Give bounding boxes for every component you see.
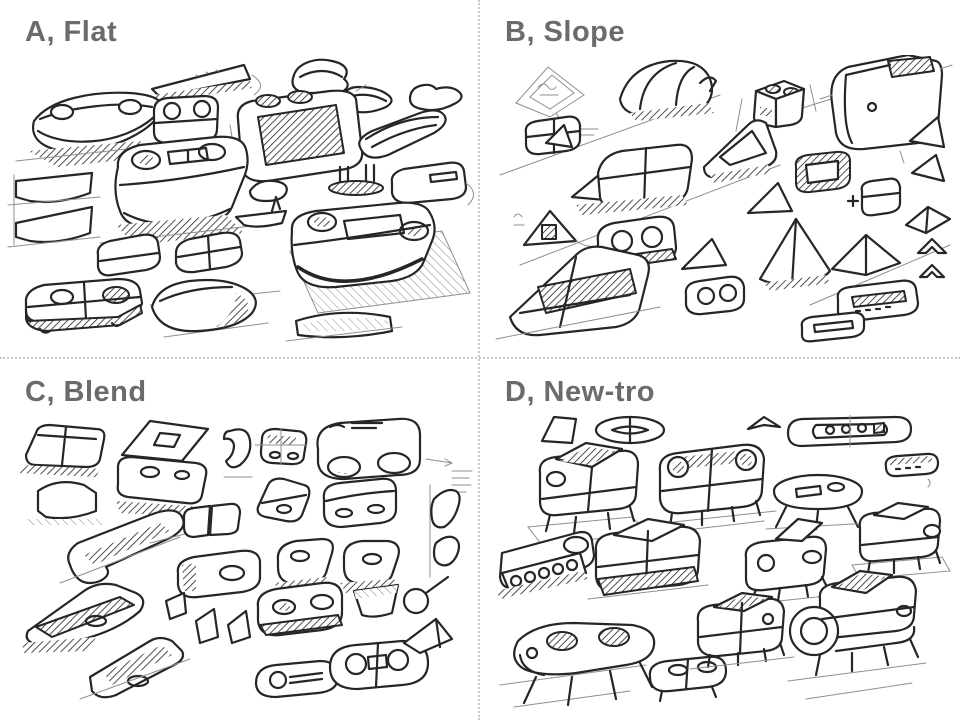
- sketch-twin-panel: [182, 502, 242, 539]
- sketch-armchair-left: [527, 441, 650, 546]
- sketch-ottoman-capsule: [648, 655, 728, 703]
- sketch-trapezoid-outline: [540, 415, 578, 445]
- sketch-monolith-wedge: [819, 55, 953, 164]
- sketch-prism: [904, 205, 952, 235]
- panel-newtro: D, New-tro: [480, 360, 960, 720]
- sketch-blend-hero-device: [316, 417, 473, 493]
- construction-lines: [499, 64, 951, 306]
- vertical-dotted-divider: [478, 0, 480, 720]
- sketch-hero-flat-device: [99, 135, 261, 245]
- sketch-armchair-right: [851, 501, 951, 580]
- sketch-big-tent: [758, 217, 832, 291]
- sketch-open-tray-box: [229, 84, 367, 186]
- sketch-capsule-small: [254, 659, 340, 699]
- sketch-open-lid-box: [116, 419, 210, 517]
- sketch-blob-chair-left: [274, 537, 334, 593]
- sketch-slab-opening: [176, 549, 262, 599]
- sketch-angular-pad: [174, 231, 244, 274]
- flat-sketch-collage: [7, 58, 474, 342]
- sketch-small-blob: [248, 179, 288, 203]
- panel-blend: C, Blend: [0, 360, 480, 720]
- sketch-slot-box: [836, 279, 920, 323]
- sketch-arch-tent: [618, 59, 718, 121]
- sketch-flat-scale-bottom: [24, 277, 144, 334]
- sketch-sofa-center: [587, 517, 709, 600]
- slope-sketch-collage: [495, 55, 953, 343]
- sketch-small-wedge: [680, 237, 728, 271]
- sketch-loveseat: [689, 591, 795, 670]
- sketch-boat-profile: [234, 195, 288, 228]
- sketch-hook-blob: [222, 428, 253, 478]
- sketch-large-slope-band: [495, 245, 661, 340]
- sketch-console-board-left: [496, 530, 596, 599]
- sketch-saddle-cap: [291, 58, 349, 95]
- sketch-pill-console-top: [786, 415, 913, 448]
- panel-newtro-label: D, New-tro: [505, 376, 655, 408]
- sketch-laptop-wedge: [79, 636, 191, 700]
- sketch-oval-coffee-table: [765, 473, 871, 531]
- sketch-rounded-box-ovals: [322, 477, 398, 529]
- sketch-big-sofa-right: [787, 569, 927, 700]
- sketch-chevrons: [916, 237, 948, 279]
- sketch-side-profile: [28, 480, 104, 525]
- blend-sketch-collage: [18, 417, 473, 700]
- sketch-tilted-box: [860, 177, 902, 217]
- sketch-capsule-mini-right: [884, 452, 940, 488]
- sketch-cube-two-holes: [735, 79, 817, 132]
- sketch-rounded-frame: [794, 150, 851, 194]
- sketch-lens-slab: [358, 109, 447, 159]
- sketch-mouse-blob: [149, 278, 281, 338]
- sketch-big-blend-wedge: [22, 582, 145, 653]
- sketch-box-sofa: [18, 423, 106, 477]
- panel-blend-label: C, Blend: [25, 376, 147, 408]
- sketch-posts-on-base: [328, 163, 384, 196]
- sketch-small-box-device: [390, 161, 474, 206]
- sketch-curved-step-far-right: [408, 83, 463, 112]
- sketch-mini-radio: [254, 427, 308, 466]
- sketch-hull-profile-lower: [7, 174, 101, 248]
- sketch-facet-shards: [164, 591, 252, 645]
- sketch-tent-slot: [513, 209, 601, 247]
- panel-slope-label: B, Slope: [505, 16, 626, 48]
- sketch-angled-device: [256, 477, 311, 523]
- sketch-loose-triangles: [544, 115, 946, 215]
- sketch-chair-profiles: [429, 484, 461, 578]
- sketch-curved-bar: [285, 311, 403, 342]
- sketch-small-wedge-right: [402, 617, 454, 655]
- sketch-capsule-console-legs: [499, 621, 656, 708]
- sketch-hull-profile-upper: [7, 171, 101, 206]
- horizontal-dotted-divider: [0, 357, 960, 359]
- sketch-slot-tray: [800, 311, 866, 343]
- panel-flat-label: A, Flat: [25, 16, 118, 48]
- sketch-sofa-top-center: [645, 443, 777, 534]
- sketch-hero-on-rug: [289, 201, 471, 314]
- sketch-big-wedge-grid: [570, 143, 694, 215]
- sketch-tent-second: [830, 233, 902, 277]
- sketch-capsule-large: [328, 639, 430, 691]
- sketch-oval-table-top: [594, 415, 666, 445]
- sketch-flat-pad: [96, 233, 162, 277]
- panel-flat: A, Flat: [0, 0, 480, 360]
- sketch-scribble-tent: [515, 66, 599, 136]
- sketch-two-circle-device: [684, 275, 746, 316]
- sketch-speaker-slab: [256, 581, 344, 637]
- sketch-fold-tent: [746, 415, 782, 431]
- sketch-trapezoid-bin: [352, 583, 400, 618]
- newtro-sketch-collage: [496, 415, 951, 708]
- sketch-circle-stick: [402, 575, 450, 615]
- panel-slope: B, Slope: [480, 0, 960, 360]
- sketch-swoosh-form: [59, 509, 213, 585]
- sketch-front-panel-two-knobs: [152, 94, 220, 145]
- sketch-wedge-screen: [702, 119, 778, 183]
